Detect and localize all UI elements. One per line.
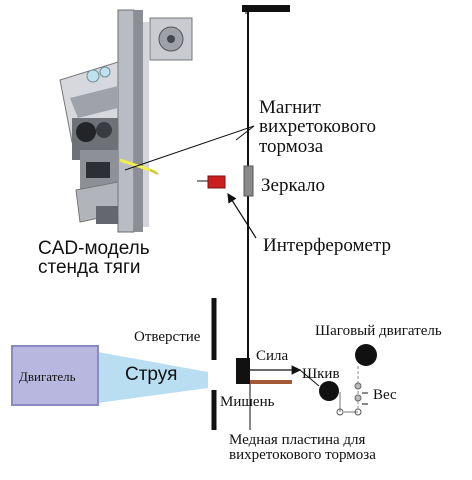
pulley-label: Шкив [302, 366, 340, 382]
stepper-motor [355, 344, 377, 366]
engine-label: Двигатель [19, 369, 76, 384]
hole-label: Отверстие [134, 329, 201, 345]
magnet-leader-line [124, 125, 255, 171]
force-label: Сила [256, 348, 289, 364]
engine [11, 345, 99, 406]
jet-label: Струя [125, 364, 178, 385]
copper-plate-label: Медная пластина для вихретокового тормоз… [229, 432, 376, 464]
interferometer-arrow [227, 192, 257, 239]
ceiling-mount [242, 5, 290, 14]
stepper-motor-label: Шаговый двигатель [315, 323, 442, 339]
mirror [243, 165, 254, 197]
target-label: Мишень [220, 394, 275, 410]
magnet-label: Магнит вихретокового тормоза [259, 97, 377, 157]
weight-bead [354, 382, 362, 390]
cad-model-label: CAD-модель стенда тяги [38, 238, 150, 279]
target [236, 358, 250, 384]
weight-label: Вес [373, 387, 397, 403]
jet-plume [98, 352, 208, 403]
interferometer-label: Интерферометр [263, 235, 391, 256]
copper-plate [250, 380, 292, 384]
interferometer-device [207, 175, 226, 189]
cad-model-illustration [59, 9, 193, 233]
mirror-label: Зеркало [261, 175, 325, 196]
pulley [319, 381, 339, 401]
